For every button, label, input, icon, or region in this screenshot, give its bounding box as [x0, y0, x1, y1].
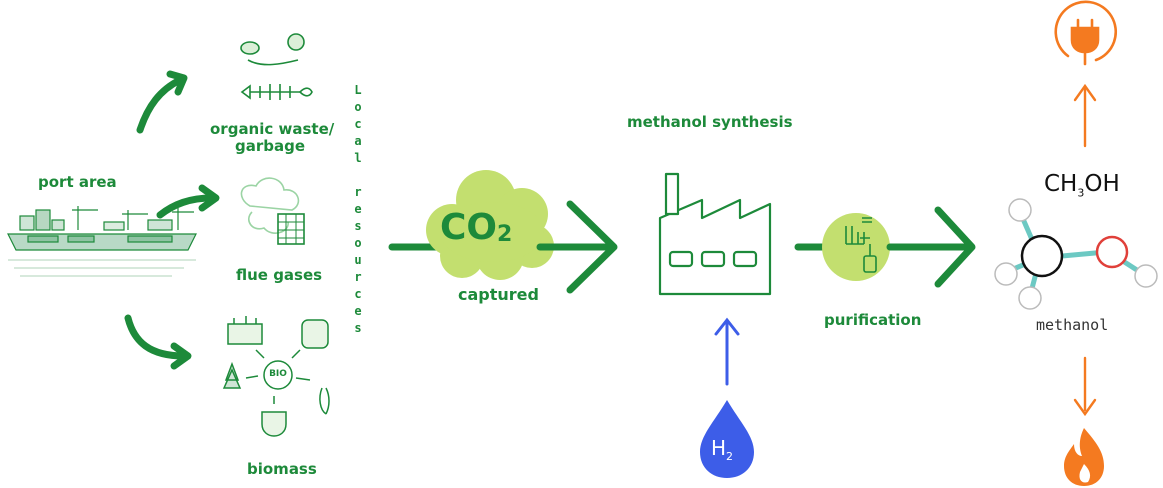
biomass-label: biomass [247, 460, 317, 478]
hydrogen-droplet-icon [700, 400, 754, 478]
vertical-letter: c [354, 117, 362, 131]
co2-cloud-icon [426, 170, 554, 280]
port-area-label: port area [38, 173, 117, 191]
arrow-to-synthesis [536, 200, 618, 294]
vertical-letter: L [354, 83, 362, 97]
vertical-letter: e [354, 304, 362, 318]
co2-symbol: CO [440, 207, 498, 248]
biomass-hub-label: BIO [269, 369, 287, 379]
to-organic-waste-arrow [136, 70, 188, 134]
power-plug-icon [1054, 0, 1118, 66]
biomass-cycle-icon [222, 316, 330, 437]
vertical-letter: o [354, 236, 362, 250]
hydrogen-subscript: 2 [726, 450, 734, 463]
vertical-letter: u [354, 253, 362, 267]
vertical-letter: s [354, 219, 362, 233]
arrow-to-fuel [1073, 356, 1097, 417]
vertical-letter: l [354, 151, 362, 165]
formula-part-a: CH [1044, 171, 1078, 197]
formula-part-b: OH [1084, 171, 1120, 197]
arrow-to-methanol [886, 206, 976, 288]
methanol-formula: CH3OH [1044, 171, 1120, 200]
to-flue-gases-arrow [156, 184, 220, 219]
arrow-to-electricity [1073, 83, 1097, 148]
formula-subscript: 3 [1077, 186, 1085, 200]
vertical-letter: o [354, 100, 362, 114]
vertical-letter: r [354, 185, 362, 199]
flame-icon [1064, 428, 1104, 486]
methanol-molecule-icon [994, 198, 1158, 310]
methanol-name-label: methanol [1036, 316, 1109, 334]
hydrogen-formula: H2 [711, 436, 733, 463]
captured-label: captured [458, 285, 539, 304]
vertical-letter: r [354, 270, 362, 284]
purification-icon [822, 213, 890, 281]
organic-waste-icon [240, 33, 313, 100]
to-biomass-arrow [124, 314, 192, 370]
vertical-letter: c [354, 287, 362, 301]
organic-waste-label-line2: garbage [234, 137, 306, 155]
co2-subscript: 2 [497, 222, 513, 247]
vertical-letter: e [354, 202, 362, 216]
vertical-letter: a [354, 134, 362, 148]
port-area-icon [7, 206, 197, 277]
purification-label: purification [824, 311, 922, 329]
co2-formula: CO2 [440, 207, 512, 248]
methanol-synthesis-label: methanol synthesis [627, 113, 793, 131]
hydrogen-arrow [714, 317, 740, 386]
vertical-letter: s [354, 321, 362, 335]
organic-waste-label: organic waste/ garbage [210, 120, 335, 155]
flue-gases-label: flue gases [236, 266, 323, 284]
flue-gases-icon [240, 177, 305, 245]
organic-waste-label-line1: organic waste/ [210, 120, 335, 138]
hydrogen-symbol: H [711, 436, 727, 460]
factory-icon [658, 172, 772, 296]
